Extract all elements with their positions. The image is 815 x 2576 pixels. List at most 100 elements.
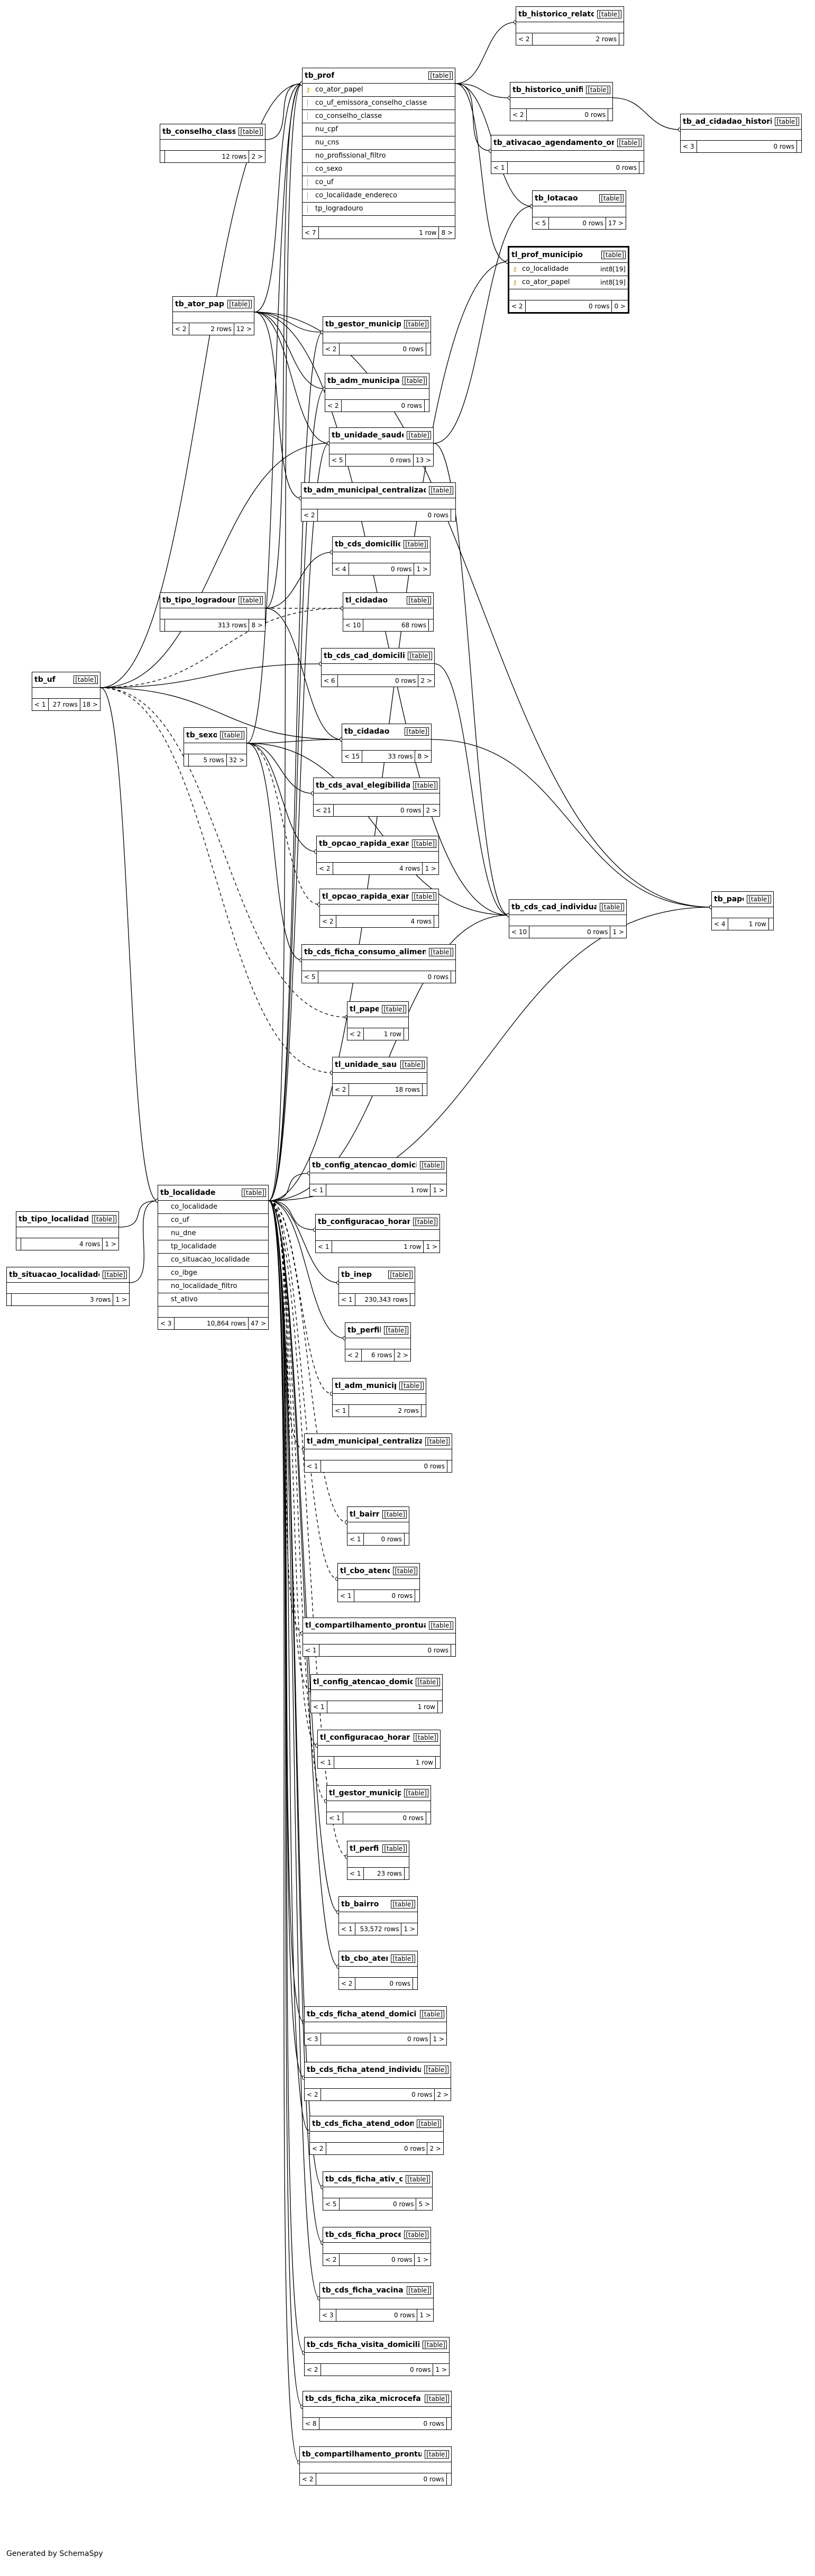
table-name[interactable]: tb_cds_aval_elegibilidade bbox=[316, 781, 410, 790]
table-tb-prof[interactable]: tb_prof[table]⚷co_ator_papel│co_uf_emiss… bbox=[302, 68, 455, 239]
column-row[interactable]: nu_cpf bbox=[303, 123, 455, 136]
column-row[interactable]: │co_sexo bbox=[303, 163, 455, 176]
children-count[interactable]: 13 > bbox=[415, 456, 431, 464]
children-count[interactable] bbox=[797, 141, 801, 152]
parents-count[interactable]: < 5 bbox=[329, 454, 346, 466]
table-name[interactable]: tb_tipo_logradouro bbox=[162, 596, 236, 605]
parents-count[interactable]: < 3 bbox=[681, 141, 697, 152]
table-name[interactable]: tl_opcao_rapida_exame bbox=[322, 892, 409, 901]
parents-count[interactable]: < 2 bbox=[310, 2143, 326, 2154]
parents-count[interactable]: < 1 bbox=[310, 1184, 326, 1196]
table-name[interactable]: tb_inep bbox=[341, 1271, 372, 1279]
parents-count[interactable]: < 1 bbox=[318, 1757, 334, 1768]
table-name[interactable]: tb_uf bbox=[34, 675, 56, 684]
parents-count[interactable]: < 8 bbox=[303, 2418, 319, 2429]
table-name[interactable]: tb_cds_ficha_visita_domiciliar bbox=[307, 2341, 420, 2349]
parents-count[interactable]: < 2 bbox=[317, 863, 333, 874]
children-count[interactable] bbox=[608, 109, 612, 121]
children-count[interactable]: 17 > bbox=[608, 220, 624, 227]
parents-count[interactable]: < 4 bbox=[333, 563, 349, 575]
parents-count[interactable]: < 15 bbox=[342, 751, 363, 762]
table-name[interactable]: tb_prof bbox=[305, 71, 335, 80]
parents-count[interactable]: < 2 bbox=[323, 2254, 340, 2266]
table-name[interactable]: tb_cbo_atend bbox=[341, 1954, 388, 1963]
table-name[interactable]: tb_cds_ficha_ativ_col bbox=[325, 2175, 403, 2184]
column-row[interactable]: st_ativo bbox=[158, 1293, 268, 1307]
table-tb-compartilhamento-prontuario[interactable]: tb_compartilhamento_prontuario[table]< 2… bbox=[299, 2446, 452, 2486]
parents-count[interactable]: < 1 bbox=[327, 1812, 343, 1824]
table-name[interactable]: tl_compartilhamento_prontuario bbox=[305, 1621, 426, 1630]
children-count[interactable]: 1 > bbox=[115, 1296, 127, 1303]
parents-count[interactable]: < 2 bbox=[510, 109, 527, 121]
table-name[interactable]: tb_bairro bbox=[341, 1900, 379, 1908]
parents-count[interactable]: < 3 bbox=[320, 2309, 336, 2321]
children-count[interactable]: 1 > bbox=[425, 865, 436, 872]
parents-count[interactable]: < 2 bbox=[333, 1084, 349, 1095]
table-name[interactable]: tb_cds_ficha_zika_microcefalia bbox=[305, 2395, 422, 2403]
table-tb-cbo-atend[interactable]: tb_cbo_atend[table]< 20 rows bbox=[338, 1951, 418, 1990]
table-name[interactable]: tb_cds_ficha_consumo_alimentar bbox=[304, 948, 426, 956]
parents-count[interactable]: < 10 bbox=[509, 926, 530, 938]
children-count[interactable] bbox=[429, 619, 433, 631]
table-name[interactable]: tl_unidade_saude bbox=[335, 1061, 397, 1069]
parents-count[interactable]: < 1 bbox=[316, 1241, 332, 1253]
children-count[interactable]: 2 > bbox=[397, 1351, 408, 1359]
table-name[interactable]: tb_ad_cidadao_historico bbox=[683, 117, 772, 126]
table-name[interactable]: tb_config_atencao_domiciliar bbox=[312, 1161, 417, 1170]
children-count[interactable]: 1 > bbox=[419, 2312, 431, 2319]
parents-count[interactable]: < 2 bbox=[347, 1028, 364, 1040]
table-name[interactable]: tl_papel bbox=[350, 1005, 379, 1013]
table-name[interactable]: tb_perfil bbox=[347, 1326, 381, 1335]
table-name[interactable]: tl_prof_municipio bbox=[511, 251, 583, 259]
children-count[interactable]: 0 > bbox=[614, 303, 626, 310]
table-tb-cds-aval-elegibilidade[interactable]: tb_cds_aval_elegibilidade[table]< 210 ro… bbox=[313, 778, 440, 817]
children-count[interactable] bbox=[447, 2473, 451, 2485]
parents-count[interactable]: < 1 bbox=[338, 1590, 354, 1602]
table-name[interactable]: tl_cidadao bbox=[345, 596, 388, 605]
parents-count[interactable]: < 2 bbox=[516, 33, 533, 45]
table-name[interactable]: tl_adm_municipal bbox=[335, 1382, 396, 1390]
parents-count[interactable]: < 5 bbox=[302, 971, 318, 983]
parents-count[interactable]: < 1 bbox=[347, 1868, 364, 1879]
column-row[interactable]: nu_dne bbox=[158, 1227, 268, 1240]
parents-count[interactable]: < 2 bbox=[305, 2364, 321, 2376]
children-count[interactable]: 1 > bbox=[404, 1925, 415, 1933]
parents-count[interactable]: < 2 bbox=[345, 1349, 362, 1361]
table-name[interactable]: tb_cds_ficha_atend_individual bbox=[307, 2066, 422, 2074]
column-row[interactable]: co_localidade bbox=[158, 1201, 268, 1214]
children-count[interactable]: 8 > bbox=[441, 229, 453, 236]
children-count[interactable]: 2 > bbox=[420, 677, 432, 684]
table-name[interactable]: tb_sexo bbox=[186, 731, 217, 739]
parents-count[interactable] bbox=[184, 754, 189, 766]
parents-count[interactable]: < 3 bbox=[158, 1318, 175, 1329]
table-name[interactable]: tb_localidade bbox=[160, 1189, 216, 1197]
column-row[interactable]: │co_uf_emissora_conselho_classe bbox=[303, 97, 455, 110]
parents-count[interactable]: < 1 bbox=[305, 1460, 321, 1472]
children-count[interactable] bbox=[451, 971, 455, 983]
parents-count[interactable]: < 2 bbox=[323, 343, 340, 355]
table-name[interactable]: tb_ativacao_agendamento_online bbox=[493, 139, 615, 147]
column-row[interactable]: │co_uf bbox=[303, 176, 455, 189]
column-row[interactable]: co_uf bbox=[158, 1214, 268, 1227]
parents-count[interactable]: < 1 bbox=[333, 1405, 349, 1417]
children-count[interactable]: 1 > bbox=[426, 1243, 437, 1250]
parents-count[interactable]: < 2 bbox=[509, 300, 526, 312]
children-count[interactable]: 18 > bbox=[82, 701, 98, 708]
table-name[interactable]: tb_compartilhamento_prontuario bbox=[302, 2450, 422, 2459]
children-count[interactable] bbox=[451, 1645, 455, 1656]
children-count[interactable]: 12 > bbox=[236, 325, 252, 333]
